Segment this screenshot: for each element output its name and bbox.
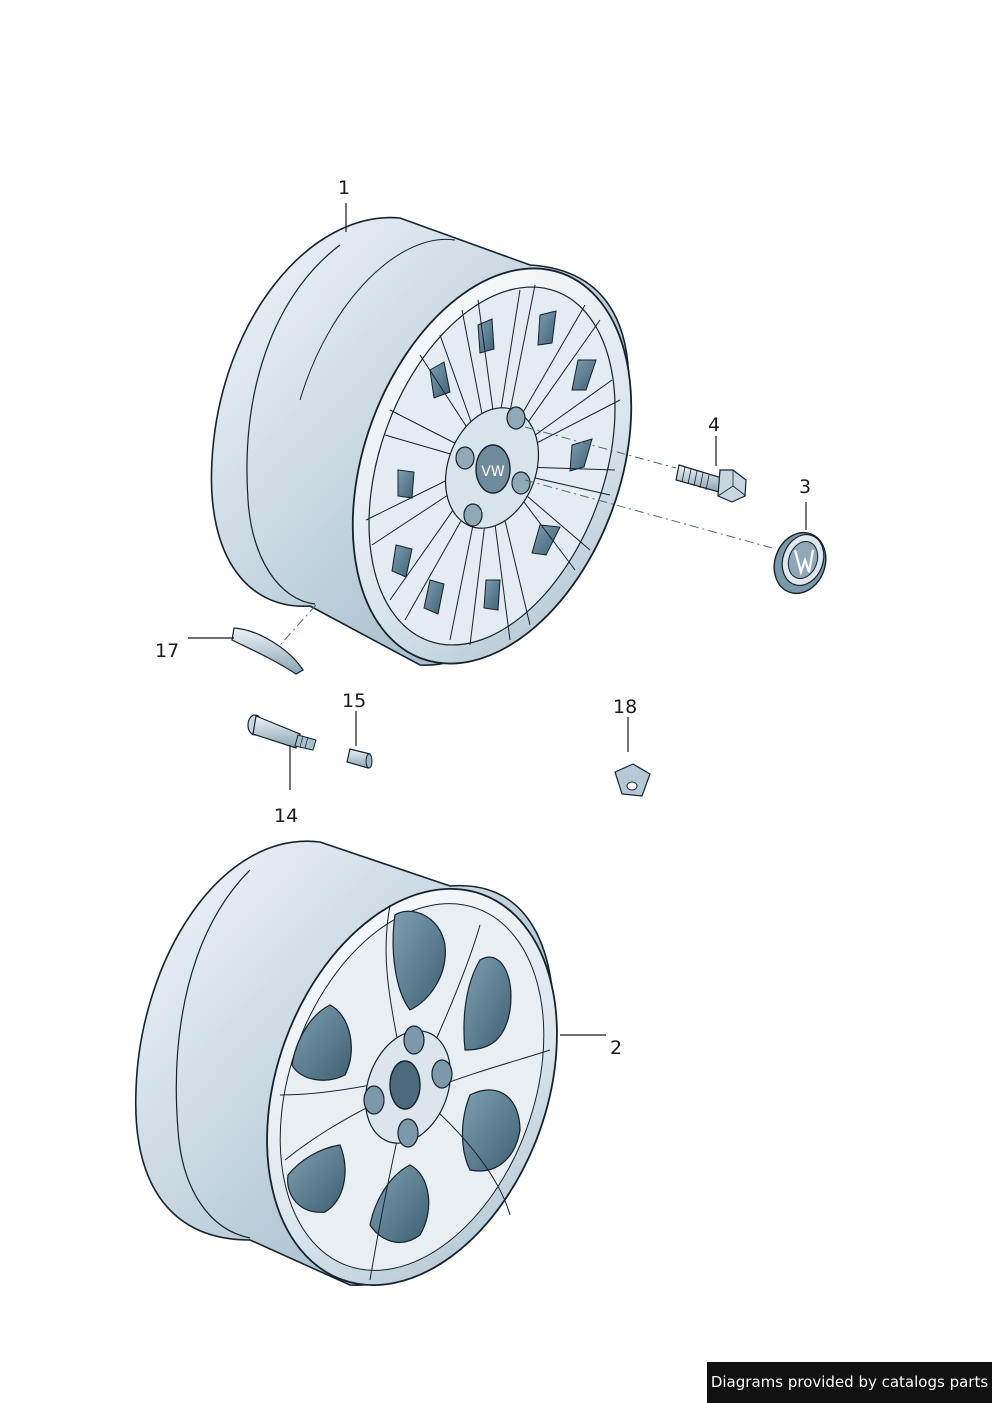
wheel-2-barrel-groove <box>175 869 251 1239</box>
wheel-multi-spoke: VW <box>210 216 633 666</box>
callout-2: 2 <box>610 1037 623 1059</box>
callout-17: 17 <box>155 640 180 662</box>
credit-banner: Diagrams provided by catalogs parts <box>707 1362 992 1403</box>
callout-3: 3 <box>799 476 812 498</box>
callout-4: 4 <box>708 414 721 436</box>
assembly-lines <box>279 426 777 646</box>
leader-lines <box>188 203 807 1036</box>
wheel-1-bolt-holes <box>455 406 531 527</box>
wheel-1-barrel-groove <box>246 244 341 605</box>
callout-15: 15 <box>342 690 367 712</box>
callout-18: 18 <box>613 696 638 718</box>
wheel-2-bolt-holes <box>363 1025 453 1148</box>
wheel-bolt <box>675 464 747 503</box>
wheel-five-spoke <box>134 840 558 1286</box>
wheel-1-vw-mark: VW <box>481 464 505 480</box>
callout-1: 1 <box>338 177 351 199</box>
tire-valve <box>247 714 317 751</box>
wheel-2-pockets <box>287 910 521 1244</box>
valve-cap <box>346 748 373 769</box>
center-cap <box>773 531 827 595</box>
balance-weight <box>231 627 304 675</box>
callout-14: 14 <box>274 805 299 827</box>
valve-clip <box>614 763 651 797</box>
wheel-1-barrel-lip <box>299 238 456 401</box>
wheel-1-center-logo <box>475 444 511 494</box>
wheel-2-center-bore <box>389 1060 421 1110</box>
